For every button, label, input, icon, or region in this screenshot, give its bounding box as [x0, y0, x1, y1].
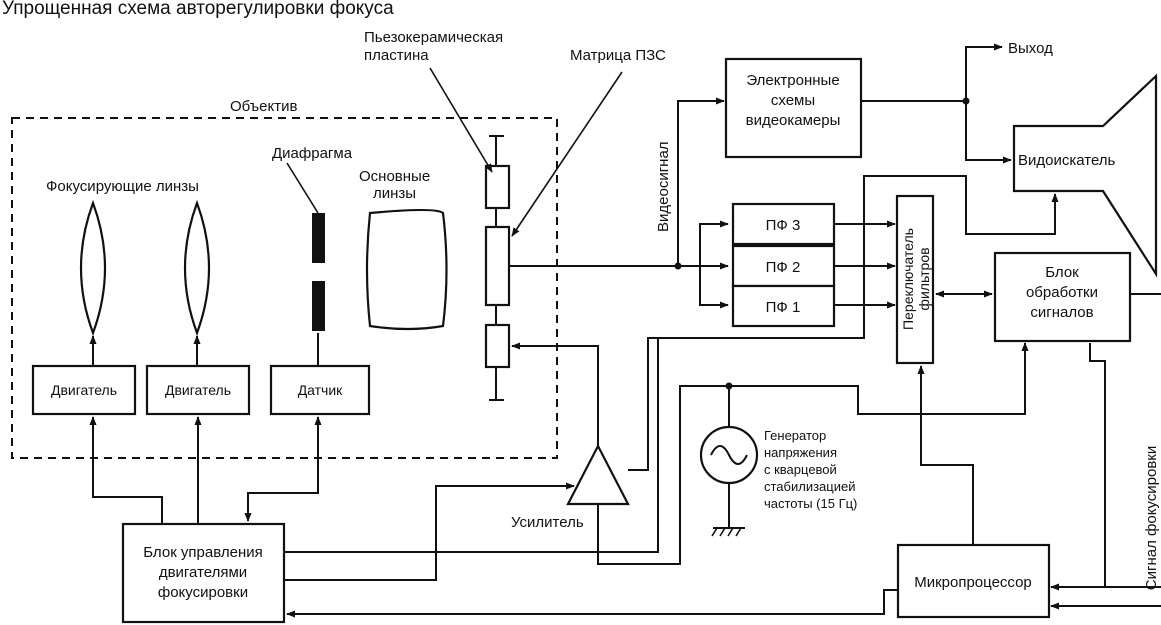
generator-label-1: Генератор: [764, 428, 826, 443]
aperture-label: Диафрагма: [272, 145, 353, 162]
ccd-lower-element: [484, 323, 511, 369]
video-to-electronics: [677, 97, 725, 266]
amplifier-triangle: [566, 443, 630, 506]
sensor-box: [269, 364, 371, 416]
focusing-lenses-label: Фокусирующие линзы: [46, 178, 199, 195]
aperture-blade-top: [312, 213, 325, 263]
piezo-leader: [429, 67, 493, 173]
control-sensor-link: [244, 416, 322, 522]
feed-to-pf3: [699, 220, 729, 266]
control-to-loop: [284, 338, 659, 553]
microprocessor-box: [896, 543, 1051, 619]
main-lenses: [365, 208, 448, 331]
camera-electronics-label-1: Электронные: [746, 72, 839, 89]
ccd-matrix: [484, 225, 511, 307]
camera-electronics-label-3: видеокамеры: [746, 112, 841, 129]
micro-to-control: [286, 589, 898, 618]
figure-caption: Упрощенная схема авторегулировки фокуса: [2, 0, 394, 19]
objective-label: Объектив: [230, 98, 297, 115]
sine-icon: [710, 445, 748, 465]
motor-2-label: Двигатель: [165, 382, 231, 398]
bus-left-branch: [597, 385, 729, 565]
signal-processing-box: [993, 251, 1132, 343]
camera-electronics-box: [724, 57, 863, 159]
pf3-box: [731, 202, 836, 246]
objective-frame: [11, 117, 558, 459]
signal-processing-label-3: сигналов: [1030, 304, 1093, 321]
focusing-lens-2: [183, 199, 211, 337]
main-lenses-label-1: Основные: [359, 168, 430, 185]
to-output: [965, 43, 1003, 101]
control-to-motor1: [89, 416, 163, 524]
amplifier-to-viewfinder-loop: [628, 175, 1059, 471]
filter-switch-label-1: Переключатель: [900, 228, 916, 330]
motor-control-label-3: фокусировки: [158, 584, 248, 601]
control-to-amplifier: [284, 482, 575, 581]
motor-control-label-2: двигателями: [159, 564, 247, 581]
aperture-leader: [286, 162, 319, 214]
piezo-label-1: Пьезокерамическая: [364, 29, 503, 46]
pf2-label: ПФ 2: [766, 259, 801, 276]
video-signal-label: Видеосигнал: [655, 141, 672, 232]
output-label: Выход: [1008, 40, 1053, 57]
generator-label-5: частоты (15 Гц): [764, 496, 857, 511]
motor-control-box: [121, 522, 286, 624]
focusing-lens-1: [79, 199, 107, 337]
focus-signal-to-micro: [1089, 343, 1161, 588]
filter-switch-box: [895, 194, 935, 365]
viewfinder-shape: [1012, 73, 1158, 278]
micro-to-switch: [917, 365, 974, 545]
piezo-plate: [484, 164, 511, 210]
filter-switch-label-2: фильтров: [916, 247, 932, 310]
sensor-label: Датчик: [298, 382, 343, 398]
focus-signal-label: Сигнал фокусировки: [1143, 446, 1160, 590]
signal-processing-label-1: Блок: [1045, 264, 1079, 281]
piezo-label-2: пластина: [364, 47, 429, 64]
amplifier-to-piezo: [511, 342, 599, 446]
generator-label-4: стабилизацией: [764, 479, 855, 494]
pf1-box: [731, 284, 836, 328]
feed-to-pf1: [699, 266, 729, 309]
ground-hatch: [711, 527, 742, 537]
bus-right-to-processing: [729, 342, 1029, 415]
motor-2-box: [145, 364, 251, 416]
signal-processing-label-2: обработки: [1026, 284, 1098, 301]
viewfinder-label: Видоискатель: [1018, 152, 1116, 169]
aperture-blade-bottom: [312, 281, 325, 331]
to-viewfinder: [965, 101, 1012, 164]
amplifier-label: Усилитель: [511, 514, 584, 531]
pf3-label: ПФ 3: [766, 217, 801, 234]
ccd-leader: [511, 71, 623, 237]
camera-electronics-label-2: схемы: [771, 92, 815, 109]
motor-1-box: [31, 364, 137, 416]
generator-label-3: с кварцевой: [764, 462, 837, 477]
generator-label-2: напряжения: [764, 445, 837, 460]
main-lenses-label-2: линзы: [373, 185, 416, 202]
microprocessor-label: Микропроцессор: [914, 574, 1032, 591]
ccd-label: Матрица ПЗС: [570, 47, 666, 64]
motor-1-label: Двигатель: [51, 382, 117, 398]
pf1-label: ПФ 1: [766, 299, 801, 316]
motor-control-label-1: Блок управления: [143, 544, 262, 561]
